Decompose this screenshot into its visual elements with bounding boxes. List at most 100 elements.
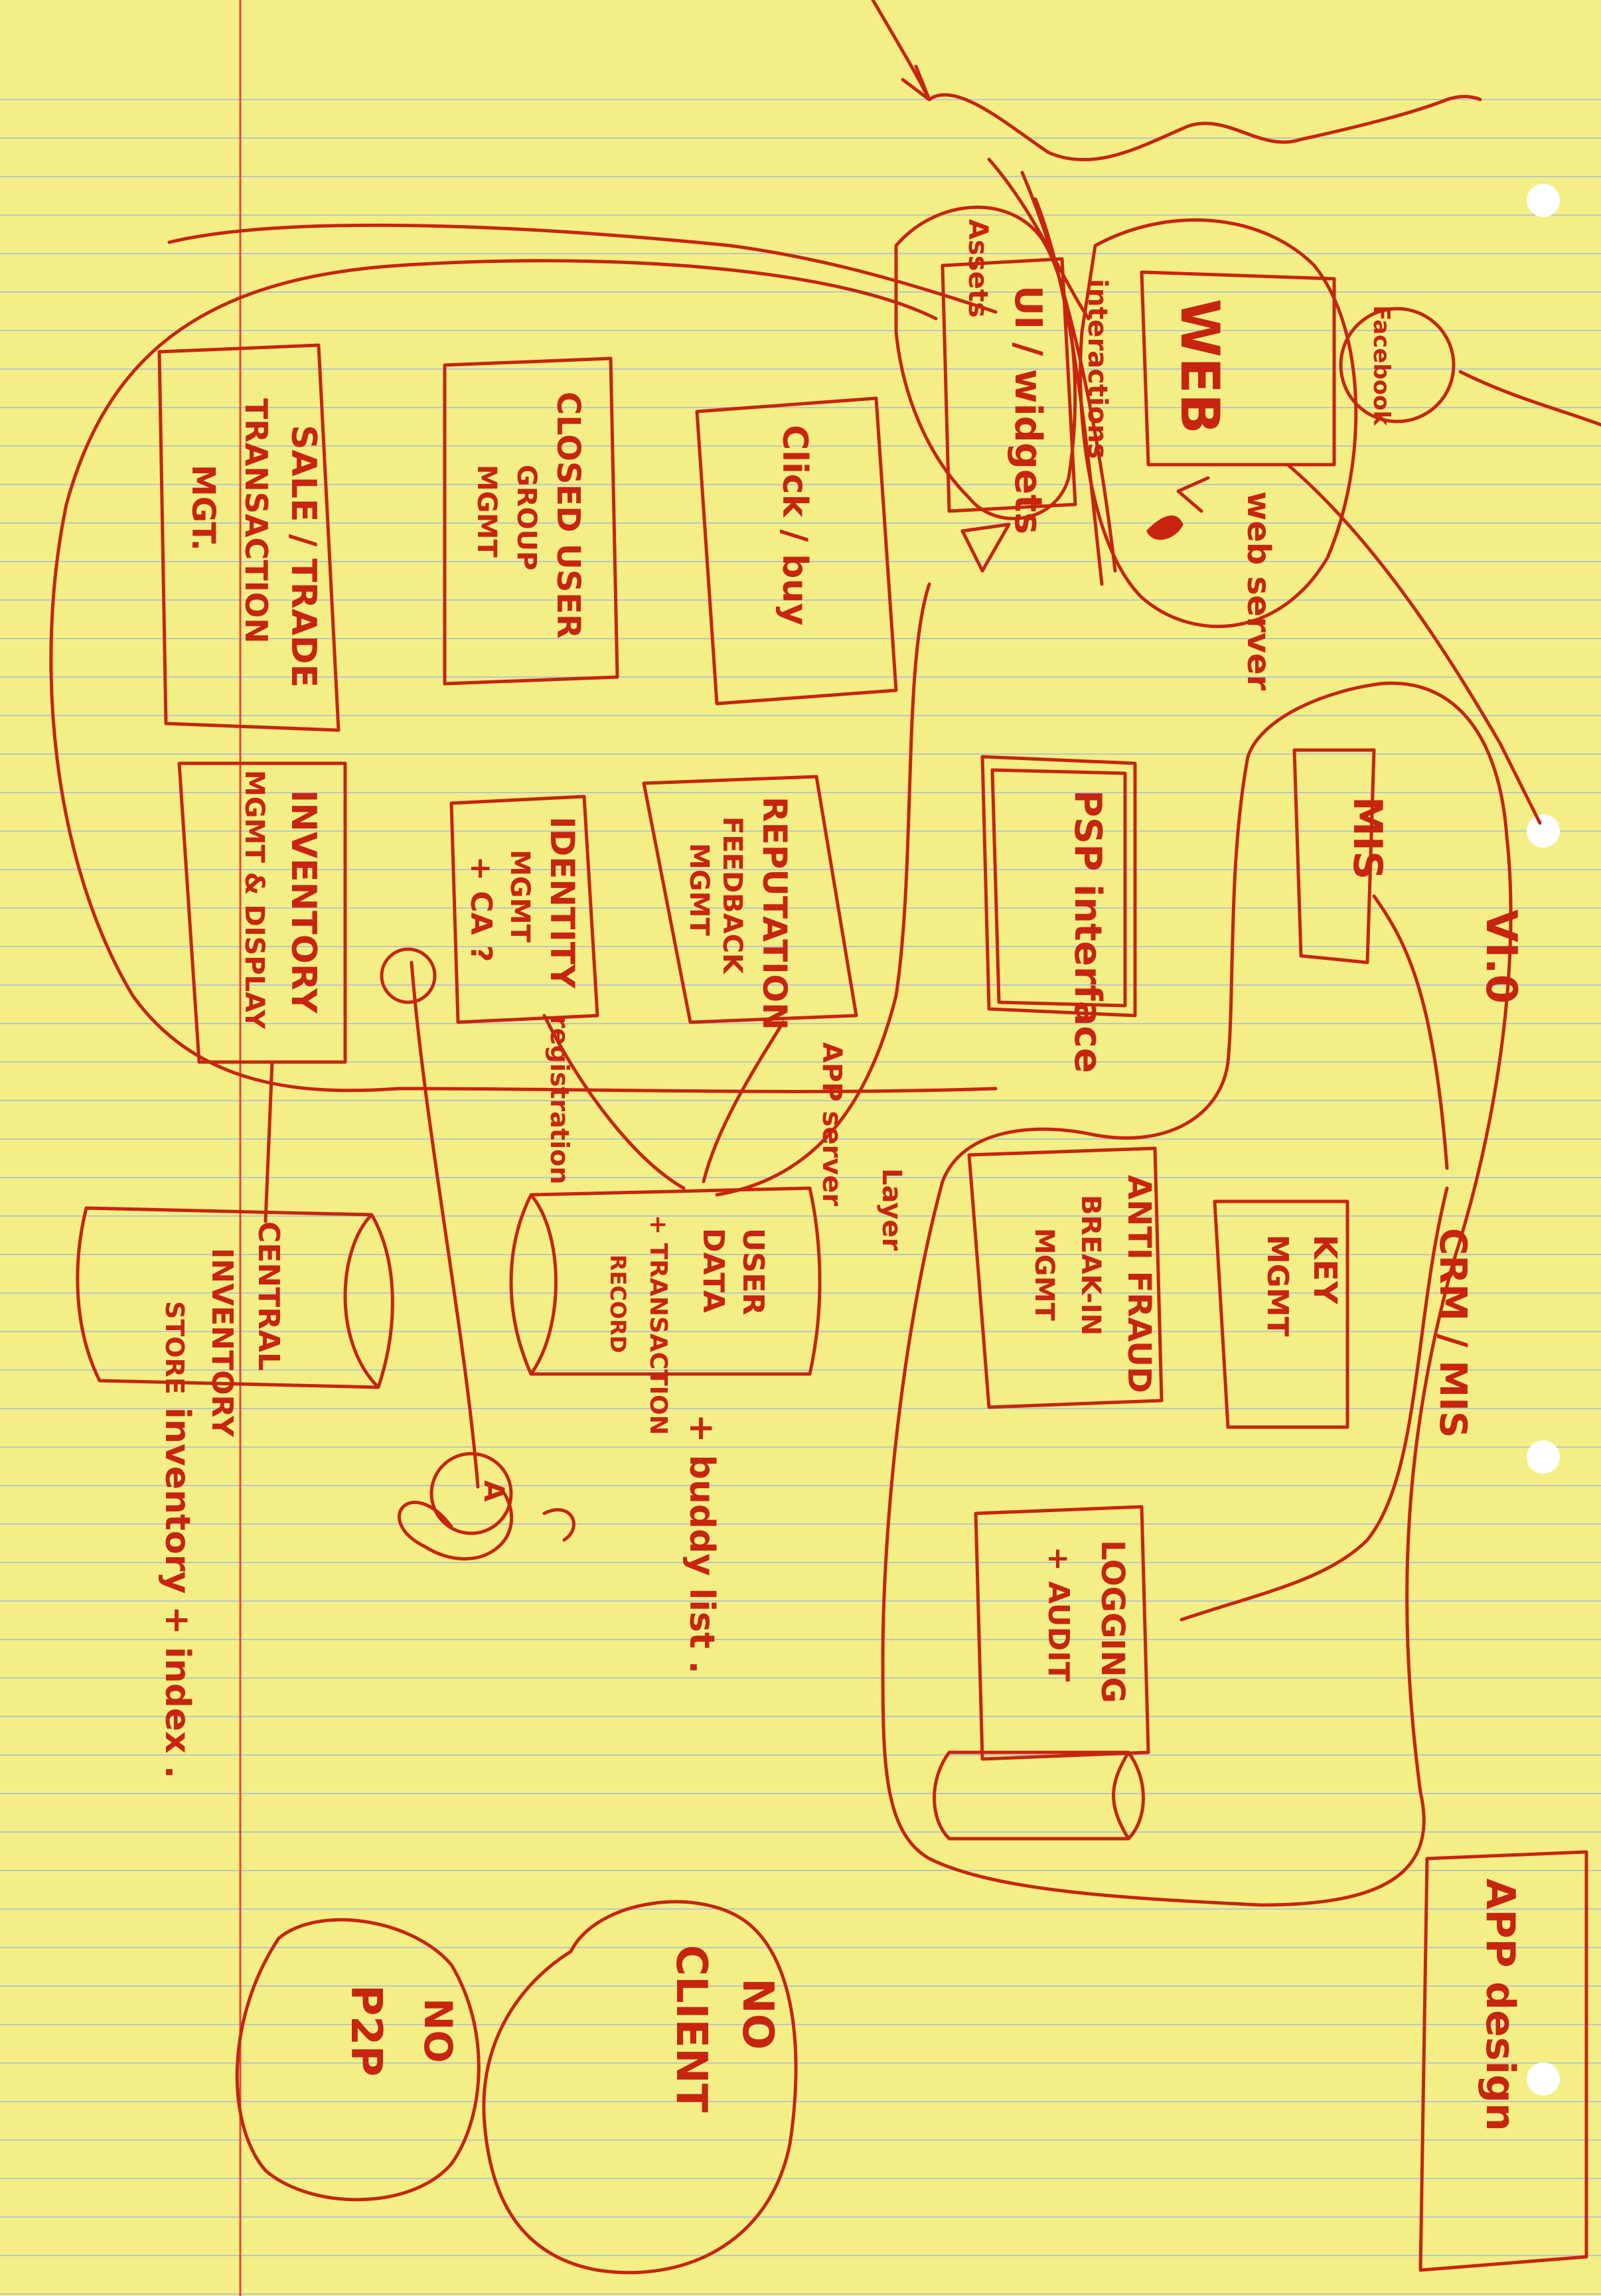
no-p2p-blob xyxy=(235,1918,481,2202)
reputation-box xyxy=(642,775,858,1024)
punch-hole-3 xyxy=(1527,1440,1560,1474)
label-identity-2: MGMT xyxy=(504,850,535,943)
label-user-data-4: RECORD xyxy=(605,1255,631,1353)
mis-to-crm-line xyxy=(1372,894,1449,1170)
closed-user-group-box xyxy=(443,356,619,686)
label-web-server: web server xyxy=(1240,491,1277,691)
filled-blob xyxy=(1146,515,1183,540)
label-anti-fraud-1: ANTI FRAUD xyxy=(1120,1175,1158,1393)
label-mis: MIS xyxy=(1344,797,1391,880)
label-key-1: KEY xyxy=(1306,1235,1343,1305)
identity-box xyxy=(449,795,599,1024)
logging-to-mis-line xyxy=(1180,1186,1449,1622)
label-reputation-2: FEEDBACK xyxy=(717,816,747,975)
punch-hole-4 xyxy=(1527,2062,1560,2096)
label-inventory-1: INVENTORY xyxy=(283,790,323,1014)
label-central-1: CENTRAL xyxy=(252,1221,285,1371)
web-cluster-ellipse xyxy=(1079,218,1358,629)
mis-box xyxy=(1292,748,1376,964)
label-inventory-2: MGMT & DISPLAY xyxy=(239,770,269,1030)
label-closed-user-1: CLOSED USER xyxy=(550,392,587,639)
label-closed-user-3: MGMT xyxy=(471,465,502,558)
label-psp: PSP interface xyxy=(1066,790,1109,1073)
label-central-3: STORE xyxy=(160,1301,189,1395)
label-app-server: APP server xyxy=(816,1042,847,1206)
label-vi0: VI.0 xyxy=(1476,909,1525,1004)
logging-box xyxy=(974,1505,1150,1761)
label-key-2: MGMT xyxy=(1260,1235,1294,1337)
big-outer-loop xyxy=(49,259,998,1093)
ink-sketch xyxy=(49,0,1601,2275)
triangle-vertical-line xyxy=(410,960,480,1489)
sale-trade-box xyxy=(157,343,341,732)
label-user-data-3: + TRANSACTION xyxy=(645,1215,672,1435)
label-no-client-2: CLIENT xyxy=(666,1945,716,2113)
top-arrow xyxy=(901,64,931,102)
appdesign-outer-loop xyxy=(881,681,1513,1907)
label-anti-fraud-2: BREAK-IN xyxy=(1075,1195,1106,1336)
ruled-lines xyxy=(0,99,1601,2295)
label-no-client-1: NO xyxy=(733,1978,782,2050)
label-no-p2p-1: NO xyxy=(416,1998,461,2063)
identity-to-userdata-line xyxy=(542,1014,686,1190)
label-crm-mis: CRM / MIS xyxy=(1431,1228,1474,1438)
handwritten-labels: WEB web server UI / widgets Assets inter… xyxy=(157,219,1525,2131)
triangle-circle-top xyxy=(380,947,437,1004)
punch-hole-1 xyxy=(1527,184,1560,217)
click-buy-box xyxy=(695,396,898,706)
long-web-line xyxy=(167,223,998,314)
label-click-buy: Click / buy xyxy=(775,425,814,626)
label-closed-user-2: GROUP xyxy=(511,465,542,570)
facebook-circle xyxy=(1339,307,1456,423)
label-anti-fraud-3: MGMT xyxy=(1029,1228,1059,1321)
label-triangle: A xyxy=(478,1480,510,1502)
reputation-to-userdata-line xyxy=(702,1020,785,1184)
facebook-line xyxy=(1458,370,1601,427)
label-logging-2: + AUDIT xyxy=(1041,1547,1075,1682)
label-sale-1: SALE / TRADE xyxy=(283,425,323,688)
label-ui-widgets: UI / widgets xyxy=(1006,285,1049,534)
label-assets: Assets xyxy=(962,219,993,318)
key-mgmt-box xyxy=(1213,1199,1349,1429)
user-data-cylinder xyxy=(509,1186,822,1376)
label-user-data-1: USER xyxy=(736,1228,770,1315)
label-web: WEB xyxy=(1169,299,1231,434)
label-app-design: APP design xyxy=(1477,1878,1523,2131)
inventory-to-central-line xyxy=(264,1060,274,1223)
anti-fraud-box xyxy=(967,1146,1164,1409)
label-sale-3: MGT. xyxy=(185,465,222,551)
label-identity-3: + CA ? xyxy=(464,856,498,962)
logging-cylinder xyxy=(933,1750,1145,1841)
ui-widgets-box xyxy=(941,257,1077,513)
label-buddy: + buddy list . xyxy=(682,1414,722,1674)
label-inventory-index: inventory + index . xyxy=(157,1407,197,1779)
psp-box-inner xyxy=(990,768,1127,1008)
label-identity-1: IDENTITY xyxy=(543,816,581,989)
central-inventory-cylinder xyxy=(76,1206,394,1389)
label-user-data-2: DATA xyxy=(696,1228,730,1313)
app-design-box xyxy=(1418,1850,1588,2272)
web-server-arrow xyxy=(1176,476,1210,513)
label-central-2: INVENTORY xyxy=(205,1248,239,1438)
triangle-circle-bottom xyxy=(429,1452,513,1535)
triangle-marker-top xyxy=(960,522,1011,573)
label-reputation-1: REPUTATION xyxy=(755,797,794,1030)
label-facebook: Facebook xyxy=(1368,305,1395,426)
inventory-box xyxy=(177,761,347,1064)
ui-cluster-ellipse xyxy=(894,205,1077,520)
label-sale-2: TRANSACTION xyxy=(238,398,274,643)
web-to-vi-curve xyxy=(1286,463,1542,825)
psp-box xyxy=(980,755,1137,1018)
label-no-p2p-2: P2P xyxy=(341,1985,390,2076)
punch-hole-2 xyxy=(1527,814,1560,848)
no-client-blob xyxy=(482,1900,798,2275)
label-interactions: interactions xyxy=(1082,279,1112,459)
web-box xyxy=(1140,270,1336,467)
loop-to-appserver xyxy=(715,582,931,1197)
bottom-flourish xyxy=(397,1492,575,1561)
label-logging-1: LOGGING xyxy=(1094,1540,1131,1703)
label-reputation-3: MGMT xyxy=(684,843,714,936)
label-registration: registration xyxy=(545,1016,574,1184)
label-layer: Layer xyxy=(876,1168,907,1251)
